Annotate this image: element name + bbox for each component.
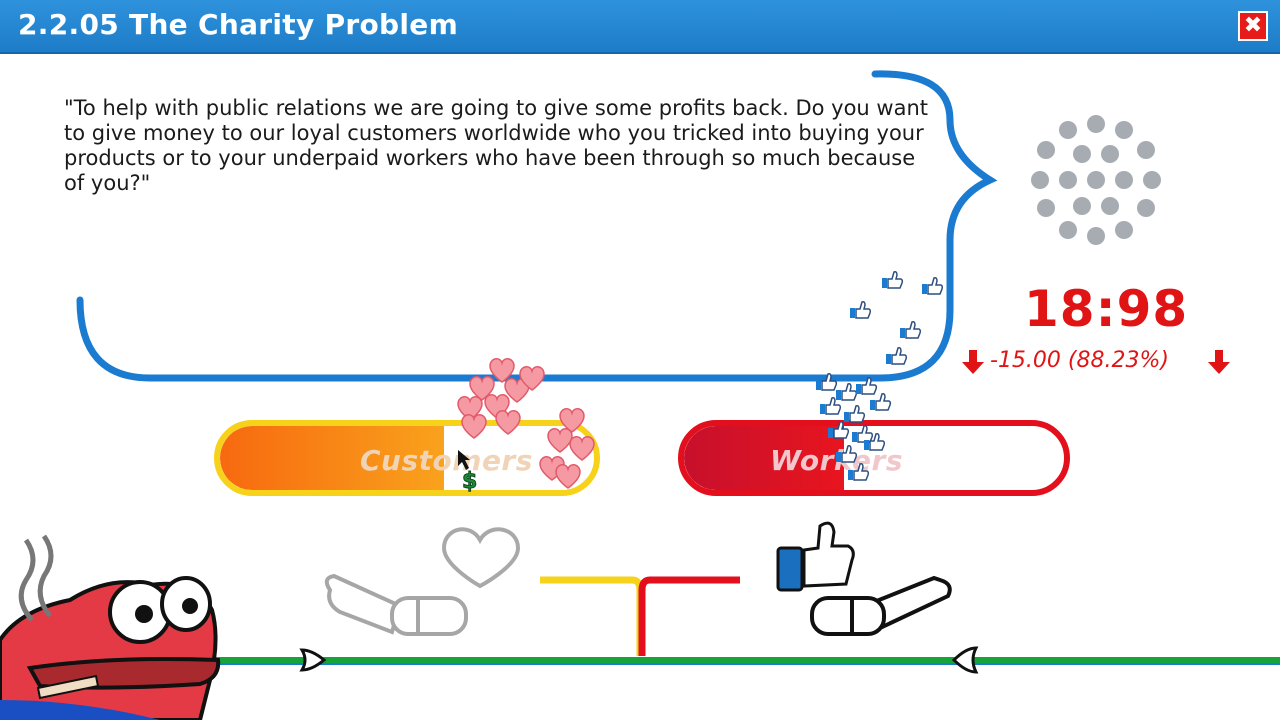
thumbs-up-icon [776, 521, 855, 592]
timer-value: 18:98 [1024, 280, 1189, 338]
workers-button[interactable]: Workers [678, 420, 1070, 496]
title-bar: 2.2.05 The Charity Problem ✖ [0, 0, 1280, 54]
workers-label: Workers [770, 444, 903, 477]
glove-hand-icon [810, 575, 952, 636]
frog-avatar [0, 534, 221, 720]
close-icon: ✖ [1243, 13, 1263, 38]
timer-change-text: -15.00 (88.23%) [990, 348, 1169, 373]
speech-bubble [76, 70, 998, 382]
customers-label: Customers [360, 444, 533, 477]
customers-button[interactable]: Customers [214, 420, 600, 496]
workers-progress-fill [684, 426, 844, 490]
timer-change: -15.00 (88.23%) [960, 346, 1240, 378]
down-arrow-icon [1208, 350, 1230, 374]
timeline-marker-icon [299, 646, 979, 674]
down-arrow-icon [962, 350, 984, 374]
customers-progress-fill [220, 426, 445, 490]
heart-icon [441, 527, 521, 589]
glove-hand-icon [324, 573, 468, 636]
close-button[interactable]: ✖ [1238, 11, 1268, 41]
loading-dots-icon [1031, 115, 1161, 245]
level-title: 2.2.05 The Charity Problem [18, 8, 459, 41]
dialog-quote: "To help with public relations we are go… [64, 96, 928, 195]
